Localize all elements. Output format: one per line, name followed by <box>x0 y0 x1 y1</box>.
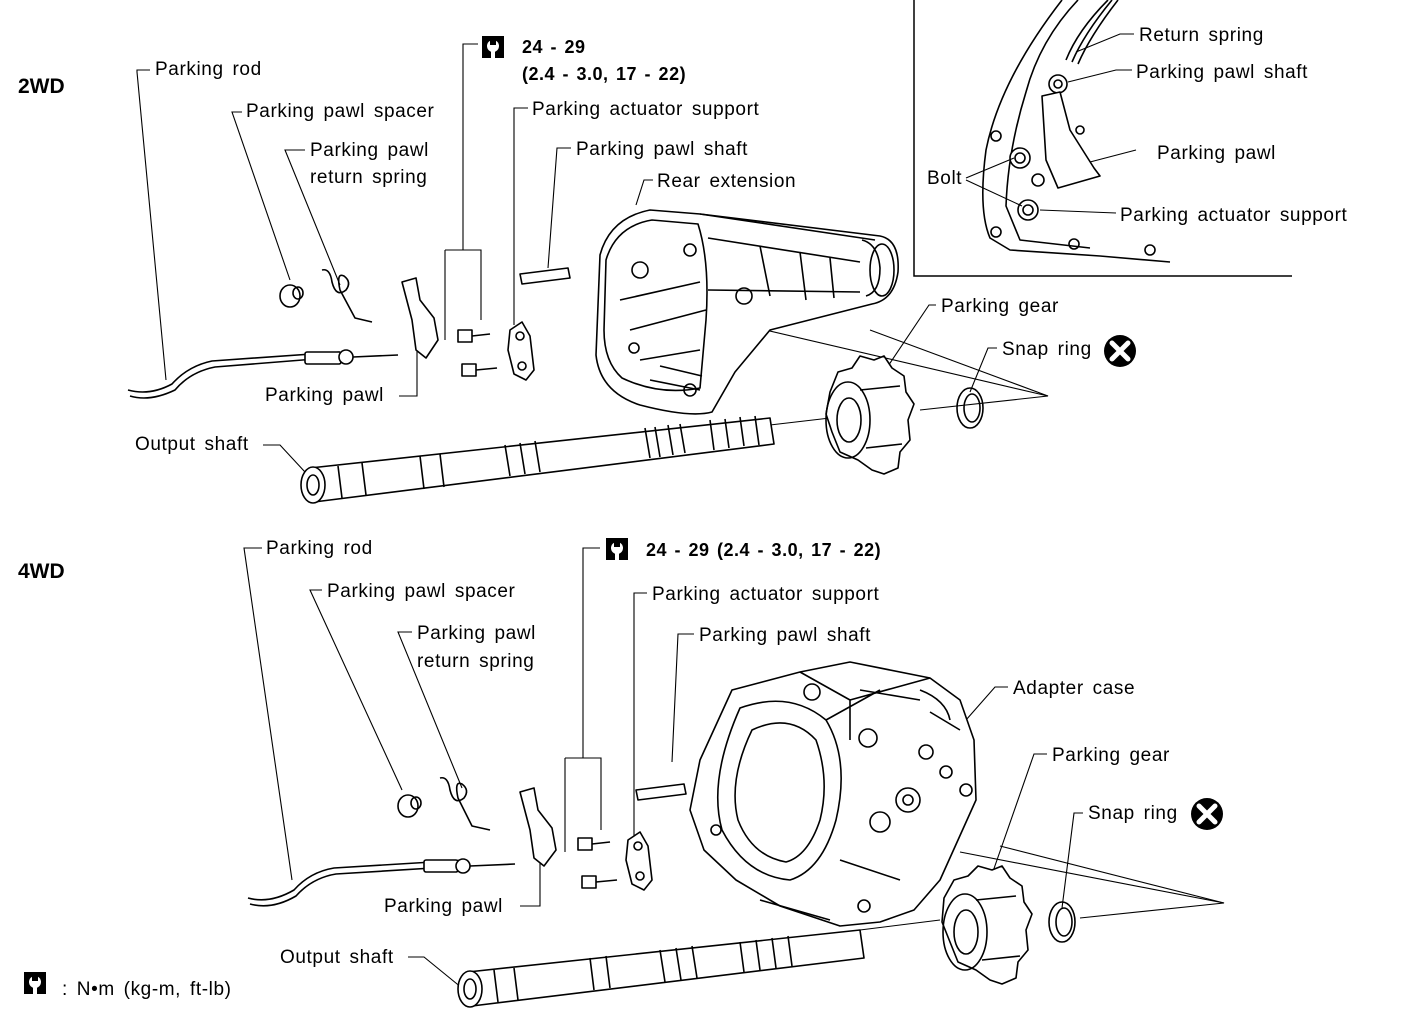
label-parking-gear: Parking gear <box>1052 745 1170 766</box>
leader-lines-4wd <box>243 547 1225 989</box>
output-shaft-4wd <box>457 929 865 1008</box>
replace-part-icon <box>1191 798 1223 830</box>
inset-detail: Return spring Parking pawl shaft Parking… <box>913 0 1348 277</box>
parking-rod-2wd <box>129 356 341 399</box>
label-output-shaft: Output shaft <box>280 947 394 968</box>
parking-pawl-spacer-4wd <box>397 794 419 818</box>
section-title-2wd: 2WD <box>18 75 65 98</box>
parking-actuator-support-2wd <box>507 321 535 381</box>
torque-detail: (2.4 - 3.0, 17 - 22) <box>522 64 686 84</box>
inset-label-return-spring: Return spring <box>1139 25 1264 46</box>
label-parking-actuator-support: Parking actuator support <box>532 99 760 120</box>
torque-wrench-icon <box>24 972 46 994</box>
bolt-4wd-b <box>581 875 618 889</box>
adapter-case <box>689 661 977 927</box>
label-rear-extension: Rear extension <box>657 171 796 192</box>
output-shaft-2wd <box>300 415 775 504</box>
bolt-4wd-a <box>577 837 611 851</box>
torque-value: 24 - 29 <box>522 37 586 57</box>
label-parking-pawl-return-spring: Parking pawl <box>310 140 429 161</box>
label-parking-rod: Parking rod <box>155 59 262 80</box>
bolt-2wd-a <box>457 329 491 343</box>
parking-gear-2wd <box>825 355 915 475</box>
rear-extension-housing <box>595 209 899 415</box>
label-parking-gear: Parking gear <box>941 296 1059 317</box>
snap-ring-4wd <box>1048 901 1076 943</box>
label-snap-ring: Snap ring <box>1088 803 1178 824</box>
label-parking-actuator-support: Parking actuator support <box>652 584 880 605</box>
parking-pawl-spacer-2wd <box>279 284 301 308</box>
label-adapter-case: Adapter case <box>1013 678 1135 699</box>
bolt-2wd-b <box>461 363 498 377</box>
torque-value: 24 - 29 (2.4 - 3.0, 17 - 22) <box>646 540 881 560</box>
label-parking-pawl-shaft: Parking pawl shaft <box>699 625 871 646</box>
labels-2wd: Parking rod Parking pawl spacer Parking … <box>135 36 1136 455</box>
return-spring-4wd <box>439 776 491 831</box>
parts-4wd <box>247 661 1076 1008</box>
label-parking-rod: Parking rod <box>266 538 373 559</box>
torque-wrench-icon <box>606 538 628 560</box>
parking-gear-4wd <box>941 865 1033 985</box>
parts-2wd <box>127 209 984 504</box>
parking-pawl-4wd <box>519 787 557 867</box>
parking-pawl-shaft-2wd <box>519 267 571 285</box>
labels-4wd: Parking rod Parking pawl spacer Parking … <box>266 538 1223 968</box>
inset-label-parking-pawl: Parking pawl <box>1157 143 1276 164</box>
torque-legend: : N•m (kg-m, ft-lb) <box>24 972 232 1000</box>
parking-actuator-support-4wd <box>625 831 653 891</box>
label-parking-pawl-return-spring-line2: return spring <box>417 651 534 672</box>
inset-label-parking-pawl-shaft: Parking pawl shaft <box>1136 62 1308 83</box>
parking-pawl-shaft-4wd <box>635 783 687 801</box>
legend-unit-text: : N•m (kg-m, ft-lb) <box>62 979 232 1000</box>
label-parking-pawl-spacer: Parking pawl spacer <box>246 101 435 122</box>
label-snap-ring: Snap ring <box>1002 339 1092 360</box>
label-parking-pawl-shaft: Parking pawl shaft <box>576 139 748 160</box>
return-spring-2wd <box>321 268 373 323</box>
parking-rod-4wd <box>249 865 466 907</box>
inset-label-bolt: Bolt <box>927 168 962 189</box>
replace-part-icon <box>1104 335 1136 367</box>
label-parking-pawl-return-spring: Parking pawl <box>417 623 536 644</box>
leader-lines-2wd <box>136 43 1049 473</box>
snap-ring-2wd <box>956 387 984 429</box>
label-output-shaft: Output shaft <box>135 434 249 455</box>
section-title-4wd: 4WD <box>18 560 65 583</box>
label-parking-pawl: Parking pawl <box>384 896 503 917</box>
label-parking-pawl-return-spring-line2: return spring <box>310 167 427 188</box>
parking-pawl-2wd <box>401 277 439 359</box>
inset-label-parking-actuator-support: Parking actuator support <box>1120 205 1348 226</box>
label-parking-pawl: Parking pawl <box>265 385 384 406</box>
torque-wrench-icon <box>482 36 504 58</box>
label-parking-pawl-spacer: Parking pawl spacer <box>327 581 516 602</box>
